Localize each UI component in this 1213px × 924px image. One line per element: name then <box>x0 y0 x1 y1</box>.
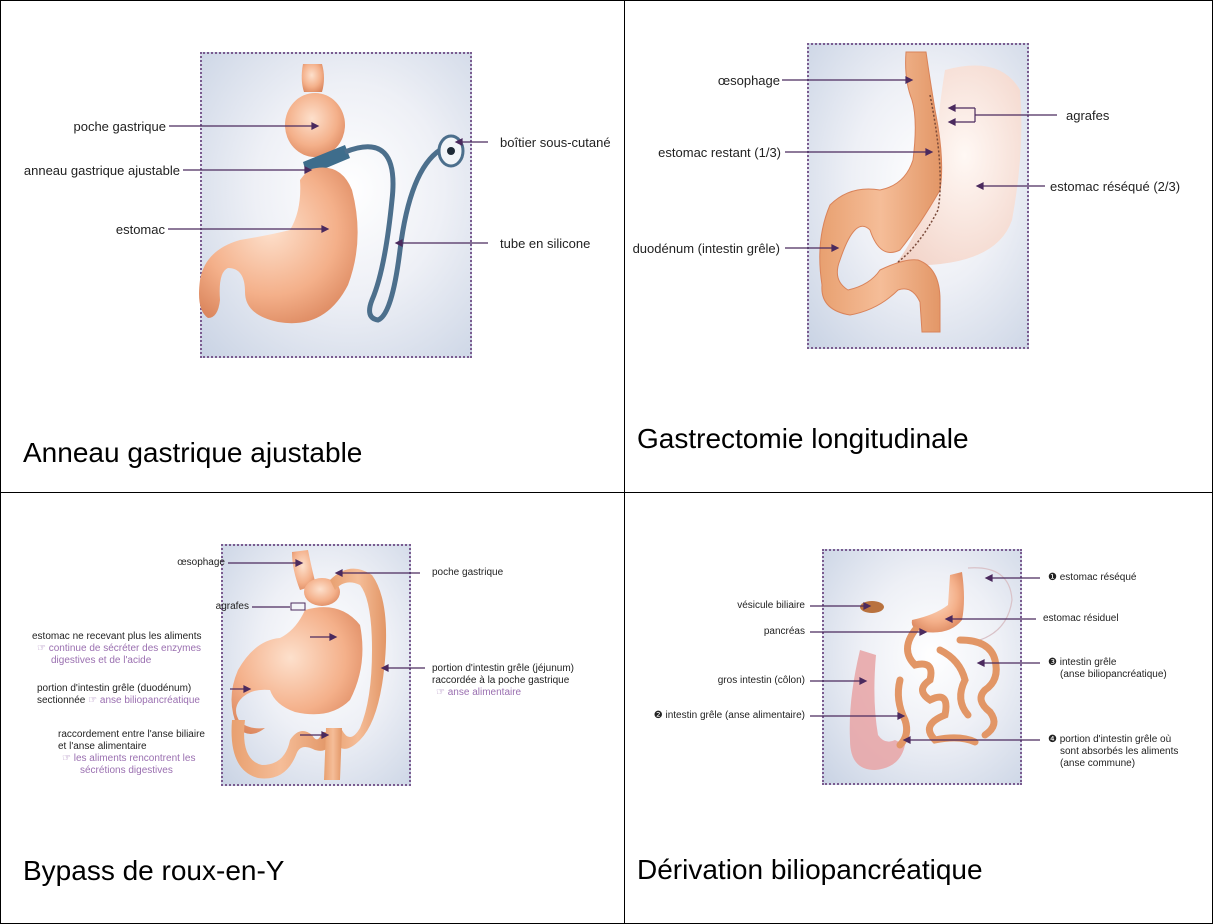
label-derivation-grele3: ❸ intestin grêle <box>1048 657 1116 669</box>
caption-derivation: Dérivation biliopancréatique <box>637 854 983 886</box>
label-derivation-pancreas: pancréas <box>700 626 805 638</box>
label-derivation-grele3b: (anse biliopancréatique) <box>1060 669 1167 681</box>
label-derivation-vesicule: vésicule biliaire <box>700 600 805 612</box>
label-derivation-portion2: sont absorbés les aliments <box>1060 746 1178 758</box>
label-derivation-grele2: ❷ intestin grêle (anse alimentaire) <box>630 710 805 722</box>
derivation-residual-stomach <box>912 572 964 633</box>
label-derivation-portion3: (anse commune) <box>1060 758 1135 770</box>
label-derivation-reseque: ❶ estomac réséqué <box>1048 572 1136 584</box>
label-derivation-residuel: estomac résiduel <box>1043 613 1119 625</box>
label-derivation-portion1: ❹ portion d'intestin grêle où <box>1048 734 1171 746</box>
derivation-colon <box>850 650 905 770</box>
label-derivation-colon: gros intestin (côlon) <box>680 675 805 687</box>
